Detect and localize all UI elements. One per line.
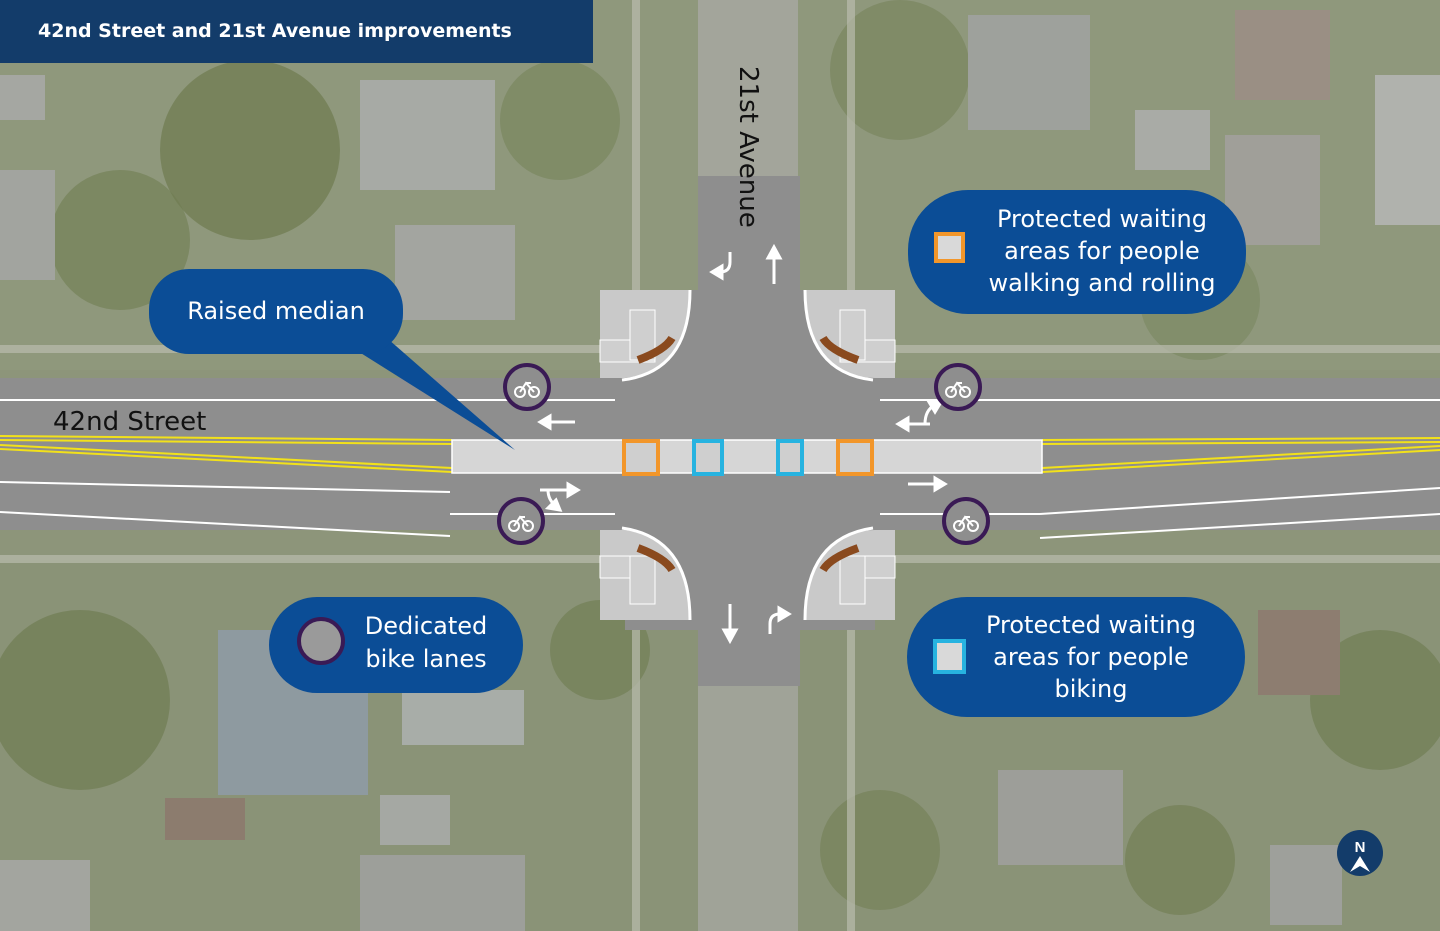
planter <box>819 335 860 364</box>
arrow-turn-left-icon <box>709 252 732 281</box>
bike-lanes-callout-text: Dedicated bike lanes <box>364 612 488 673</box>
arrow-down-icon <box>721 604 739 645</box>
biking-area-swatch <box>933 639 966 674</box>
bike-lane-marker <box>497 497 545 545</box>
bike-lane-marker <box>942 497 990 545</box>
planter <box>636 544 676 573</box>
street-label-21st: 21st Avenue <box>733 66 763 228</box>
street-label-42nd: 42nd Street <box>53 407 206 437</box>
arrow-turn-right-icon <box>768 605 792 634</box>
bike-lane-marker <box>503 363 551 411</box>
walking-waiting-area-east <box>836 439 874 476</box>
planter <box>636 335 676 364</box>
walking-waiting-area-west <box>622 439 660 476</box>
roadway-design <box>0 176 1440 686</box>
walking-areas-callout: Protected waiting areas for people walki… <box>908 190 1246 314</box>
biking-waiting-area-east <box>776 439 804 476</box>
biking-waiting-area-west <box>692 439 724 476</box>
raised-median-callout: Raised median <box>149 269 403 354</box>
raised-median-callout-text: Raised median <box>187 297 365 325</box>
bicycle-icon <box>953 515 979 532</box>
arrow-up-icon <box>765 243 783 284</box>
biking-areas-callout: Protected waiting areas for people bikin… <box>907 597 1245 717</box>
raised-median <box>451 439 1043 474</box>
bicycle-icon <box>508 515 534 532</box>
arrow-right-icon <box>908 475 948 493</box>
bike-lane-marker <box>934 363 982 411</box>
raised-median-pointer <box>340 332 515 450</box>
compass-label: N <box>1355 839 1366 856</box>
walking-areas-callout-text: Protected waiting areas for people walki… <box>988 205 1216 297</box>
bike-lane-swatch <box>297 617 345 665</box>
walking-area-swatch <box>934 232 965 263</box>
arrow-left-icon <box>537 413 575 431</box>
bicycle-icon <box>945 381 971 398</box>
map-title: 42nd Street and 21st Avenue improvements <box>0 0 593 63</box>
bicycle-icon <box>514 381 540 398</box>
biking-areas-callout-text: Protected waiting areas for people bikin… <box>985 611 1196 703</box>
lane-arrows <box>537 243 948 645</box>
arrow-left-through-icon <box>895 400 944 433</box>
bike-lanes-callout: Dedicated bike lanes <box>269 597 523 693</box>
arrow-right-through-icon <box>540 481 581 512</box>
north-arrow-icon: N <box>1337 830 1383 876</box>
planter <box>819 544 860 573</box>
